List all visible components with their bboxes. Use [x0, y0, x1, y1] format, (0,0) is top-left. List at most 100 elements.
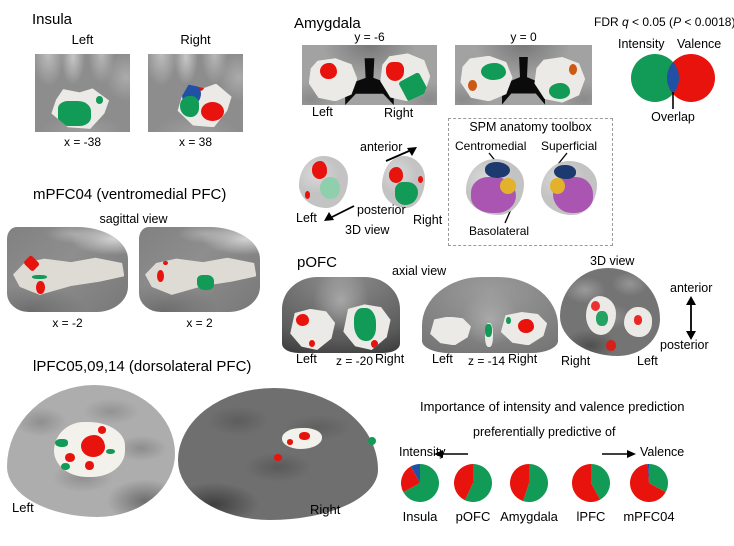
mpfc-coord-left: x = -2	[52, 316, 83, 330]
amygdala-slice-y-6	[302, 45, 437, 105]
lpfc-brain-left	[7, 385, 175, 517]
lpfc-right-label: Right	[310, 502, 341, 517]
spm-toolbox-box: SPM anatomy toolbox Centromedial Superfi…	[448, 118, 613, 246]
roi-valence	[388, 167, 404, 184]
roi-valence	[418, 175, 424, 183]
venn-intensity-circle	[631, 54, 679, 102]
roi-valence	[295, 313, 310, 327]
roi-valence	[304, 191, 310, 199]
venn-overlap-label: Overlap	[651, 110, 695, 124]
roi-valence	[386, 62, 405, 82]
pofc-anatomy-right	[500, 311, 548, 346]
pie-slice-intensity	[591, 464, 610, 500]
pie-slice-intensity	[464, 464, 492, 502]
intensity-direction-arrow	[434, 450, 468, 458]
pofc3d-posterior-label: posterior	[660, 338, 709, 352]
pie-label-Amygdala: Amygdala	[500, 509, 558, 524]
roi-valence	[65, 452, 76, 462]
superficial-region	[499, 178, 516, 194]
pofc-slice-z-14	[422, 277, 558, 353]
roi-valence	[200, 101, 224, 122]
pie-Insula	[401, 464, 439, 502]
mpfc-slice-x-2	[7, 227, 128, 312]
pie-slice-overlap	[647, 464, 649, 483]
pie-slice-overlap	[410, 464, 420, 483]
spm-amygdala-left	[466, 159, 524, 215]
pie-label-pOFC: pOFC	[455, 509, 491, 524]
lpfc-cluster-area	[282, 427, 322, 449]
roi-intensity	[506, 316, 512, 324]
amy3d-right-label: Right	[413, 213, 443, 227]
venn-valence-label: Valence	[677, 37, 722, 51]
pie-charts: Insula pOFC Amygdala lPFC mPFC04	[390, 462, 700, 532]
roi-valence	[309, 340, 316, 348]
amygdala-anatomy-left	[460, 55, 513, 102]
fdr-p: P	[673, 15, 682, 29]
insula-slice-right	[148, 54, 243, 132]
roi-intensity	[398, 72, 430, 102]
pofc3d-left-label: Left	[637, 354, 658, 368]
pie-label-Insula: Insula	[402, 509, 438, 524]
pofc3d-right-label: Right	[561, 354, 591, 368]
fdr-mid: < 0.05 (	[628, 15, 674, 29]
anterior-posterior-arrow	[686, 296, 696, 340]
insula-title: Insula	[32, 11, 73, 28]
roi-intensity	[368, 436, 376, 445]
roi-orange	[568, 64, 578, 76]
fdr-q: q	[622, 15, 629, 29]
roi-intensity	[55, 438, 69, 448]
pofc-anatomy-right-3d	[586, 296, 616, 335]
insula-anatomy-left	[51, 88, 110, 129]
pie-slice-valence	[510, 464, 529, 502]
spm-superficial-label: Superficial	[541, 139, 598, 153]
spm-basolateral-label: Basolateral	[469, 224, 530, 238]
fdr-suffix: < 0.0018)	[681, 15, 734, 29]
amy3d-left-label: Left	[296, 211, 317, 225]
roi-valence	[97, 426, 107, 435]
roi-valence	[286, 439, 294, 445]
amygdala-right-label: Right	[384, 106, 414, 120]
pofc3d-view-label: 3D view	[590, 254, 635, 268]
pofc-s2-right: Right	[508, 352, 538, 366]
mpfc-view-label: sagittal view	[99, 212, 168, 226]
roi-intensity-faded	[319, 176, 341, 199]
pie-slice-intensity	[649, 464, 668, 493]
roi-valence	[518, 319, 535, 334]
lpfc-title: lPFC05,09,14 (dorsolateral PFC)	[33, 358, 252, 375]
roi-intensity	[179, 95, 199, 117]
pofc-anatomy-right	[343, 304, 391, 350]
amygdala-anatomy-left	[308, 58, 358, 102]
amygdala-left-label: Left	[312, 105, 333, 119]
roi-intensity	[58, 101, 92, 127]
mpfc-title: mPFC04 (ventromedial PFC)	[33, 186, 227, 203]
centromedial-region	[554, 165, 576, 180]
pie-slice-intensity	[403, 464, 439, 502]
insula-coord-right: x = 38	[178, 135, 213, 149]
lpfc-cluster-area	[54, 421, 125, 478]
roi-valence	[36, 281, 45, 295]
pie-slice-valence	[401, 466, 420, 493]
pie-label-mPFC04: mPFC04	[623, 509, 675, 524]
pofc-s1-left: Left	[296, 352, 317, 366]
amygdala-3d-left	[299, 156, 348, 208]
amy3d-anterior-label: anterior	[360, 140, 403, 154]
roi-intensity	[481, 63, 507, 81]
roi-valence	[591, 300, 601, 311]
pie-pOFC	[454, 464, 492, 502]
amygdala-slice-y0	[455, 45, 592, 105]
roi-intensity	[96, 96, 104, 104]
venn-intensity-label: Intensity	[618, 37, 665, 51]
importance-subtitle: preferentially predictive of	[473, 425, 616, 439]
venn-diagram	[631, 54, 715, 109]
pie-lPFC	[572, 464, 610, 502]
spm-centromedial-label: Centromedial	[455, 139, 527, 153]
lpfc-brain-right	[178, 388, 378, 520]
pofc-anatomy-left-3d	[624, 306, 652, 337]
roi-valence	[606, 340, 616, 351]
pofc-anatomy-left	[430, 316, 471, 346]
pie-label-lPFC: lPFC	[576, 509, 606, 524]
pofc-anatomy-left	[290, 308, 336, 350]
pofc3d-anterior-label: anterior	[670, 281, 713, 295]
mpfc-coord-right: x = 2	[186, 316, 213, 330]
roi-valence	[298, 431, 310, 440]
